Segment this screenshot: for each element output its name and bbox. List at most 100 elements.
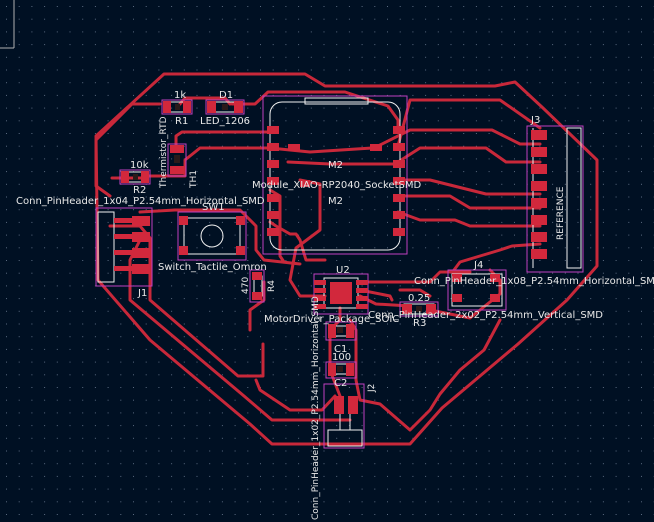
grid-dot [285, 133, 287, 134]
grid-dot [641, 31, 642, 33]
grid-dot [107, 387, 109, 388]
grid-dot [171, 361, 173, 363]
grid-dot [336, 260, 338, 261]
grid-dot [120, 412, 122, 414]
grid-dot [247, 120, 249, 122]
pad [356, 304, 368, 309]
grid-dot [31, 501, 33, 503]
grid-dot [463, 310, 465, 312]
grid-dot [514, 145, 515, 147]
grid-dot [374, 387, 376, 388]
grid-dot [310, 221, 312, 223]
c2-ref: C2 [334, 378, 347, 389]
grid-dot [6, 399, 7, 401]
grid-dot [6, 158, 7, 160]
grid-dot [628, 348, 630, 350]
grid-dot [69, 425, 71, 427]
courtyard-j4 [447, 269, 507, 311]
grid-dot [69, 514, 71, 515]
grid-dot [82, 31, 84, 33]
grid-dot [437, 209, 439, 211]
grid-dot [437, 336, 439, 338]
grid-dot [374, 437, 376, 439]
grid-dot [615, 348, 617, 350]
pad [356, 288, 368, 293]
grid-dot [387, 514, 388, 515]
grid-dot [399, 107, 401, 109]
grid-dot [590, 310, 592, 312]
grid-dot [399, 374, 401, 376]
grid-dot [387, 120, 388, 122]
grid-dot [209, 374, 211, 376]
grid-dot [310, 209, 312, 211]
grid-dot [310, 82, 312, 84]
grid-dot [285, 209, 287, 211]
pad [314, 280, 326, 285]
grid-dot [56, 69, 58, 71]
grid-dot [387, 285, 388, 287]
pad [114, 266, 134, 271]
grid-dot [133, 120, 134, 122]
grid-dot [247, 501, 249, 503]
grid-dot [374, 425, 376, 427]
grid-dot [437, 247, 439, 249]
grid-dot [412, 82, 414, 84]
grid-dot [183, 183, 185, 185]
grid-dot [628, 31, 630, 33]
grid-dot [285, 323, 287, 325]
grid-dot [56, 183, 58, 185]
grid-dot [323, 120, 325, 122]
grid-dot [577, 336, 579, 338]
grid-dot [564, 171, 566, 173]
grid-dot [31, 44, 33, 46]
grid-dot [285, 183, 287, 185]
grid-dot [348, 425, 350, 427]
grid-dot [361, 488, 363, 490]
pad [531, 198, 547, 208]
grid-dot [514, 463, 515, 465]
grid-dot [577, 94, 579, 96]
grid-dot [336, 514, 338, 515]
grid-dot [641, 133, 642, 134]
grid-dot [488, 221, 490, 223]
grid-dot [31, 437, 33, 439]
grid-dot [209, 437, 211, 439]
grid-dot [120, 336, 122, 338]
grid-dot [348, 120, 350, 122]
trace-outer-ring [94, 72, 599, 446]
grid-dot [44, 488, 46, 490]
grid-dot [526, 348, 528, 350]
grid-dot [69, 133, 71, 134]
grid-dot [590, 183, 592, 185]
pad [393, 126, 405, 134]
grid-dot [552, 107, 554, 109]
grid-dot [590, 6, 592, 7]
grid-dot [133, 56, 134, 58]
grid-dot [6, 94, 7, 96]
grid-dot [463, 501, 465, 503]
grid-dot [158, 310, 160, 312]
grid-dot [247, 361, 249, 363]
grid-dot [526, 463, 528, 465]
grid-dot [107, 260, 109, 261]
grid-dot [310, 475, 312, 477]
grid-dot [260, 425, 261, 427]
grid-dot [488, 247, 490, 249]
grid-dot [285, 437, 287, 439]
grid-dot [437, 374, 439, 376]
grid-dot [171, 514, 173, 515]
grid-dot [82, 488, 84, 490]
grid-dot [514, 310, 515, 312]
grid-dot [336, 437, 338, 439]
grid-dot [615, 145, 617, 147]
grid-dot [463, 158, 465, 160]
grid-dot [387, 209, 388, 211]
grid-dot [69, 310, 71, 312]
grid-dot [69, 171, 71, 173]
grid-dot [209, 348, 211, 350]
grid-dot [145, 514, 147, 515]
grid-dot [361, 107, 363, 109]
grid-dot [44, 133, 46, 134]
j3-ref: J3 [530, 115, 540, 126]
